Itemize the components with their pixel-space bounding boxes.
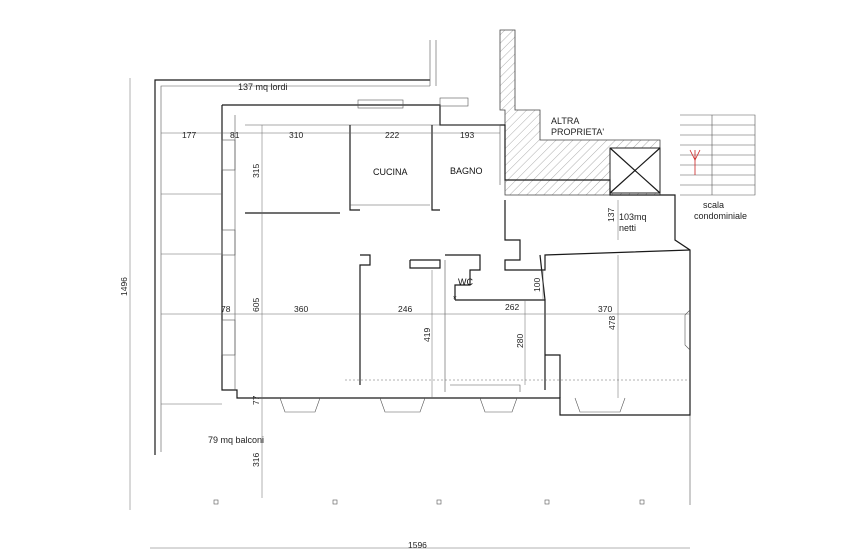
wc-label: WC — [458, 277, 473, 287]
dim-478: 478 — [607, 316, 617, 330]
dim-77: 77 — [251, 395, 261, 405]
dim-137: 137 — [606, 208, 616, 222]
balcony-area-label: 79 mq balconi — [208, 435, 264, 445]
dim-1496: 1496 — [119, 277, 129, 296]
other-property-hatch — [499, 29, 661, 196]
dim-280: 280 — [515, 334, 525, 348]
other-property-label-line1: ALTRA — [551, 116, 579, 126]
dim-316: 316 — [251, 453, 261, 467]
dim-1596: 1596 — [408, 540, 427, 550]
other-property-label-line2: PROPRIETA' — [551, 127, 604, 137]
dim-222: 222 — [385, 130, 399, 140]
balcony-boundary — [154, 40, 691, 505]
dim-419: 419 — [422, 328, 432, 342]
condominium-staircase — [680, 114, 756, 196]
dim-100: 100 — [532, 278, 542, 292]
dim-605: 605 — [251, 298, 261, 312]
dim-315: 315 — [251, 164, 261, 178]
stairs-label-line2: condominiale — [694, 211, 747, 221]
dimension-lines — [129, 78, 690, 549]
net-area-label-line2: netti — [619, 223, 636, 233]
dim-246: 246 — [398, 304, 412, 314]
dim-193: 193 — [460, 130, 474, 140]
dim-370: 370 — [598, 304, 612, 314]
windows — [221, 97, 691, 413]
dim-360: 360 — [294, 304, 308, 314]
marker-asterisk: * — [453, 294, 457, 304]
dim-81: 81 — [230, 130, 240, 140]
dim-177: 177 — [182, 130, 196, 140]
stairs-label-line1: scala — [703, 200, 724, 210]
bathroom-label: BAGNO — [450, 166, 483, 176]
gross-area-label: 137 mq lordi — [238, 82, 288, 92]
dim-78: 78 — [221, 304, 231, 314]
net-area-label-line1: 103mq — [619, 212, 647, 222]
dim-310: 310 — [289, 130, 303, 140]
kitchen-label: CUCINA — [373, 167, 408, 177]
dim-262: 262 — [505, 302, 519, 312]
